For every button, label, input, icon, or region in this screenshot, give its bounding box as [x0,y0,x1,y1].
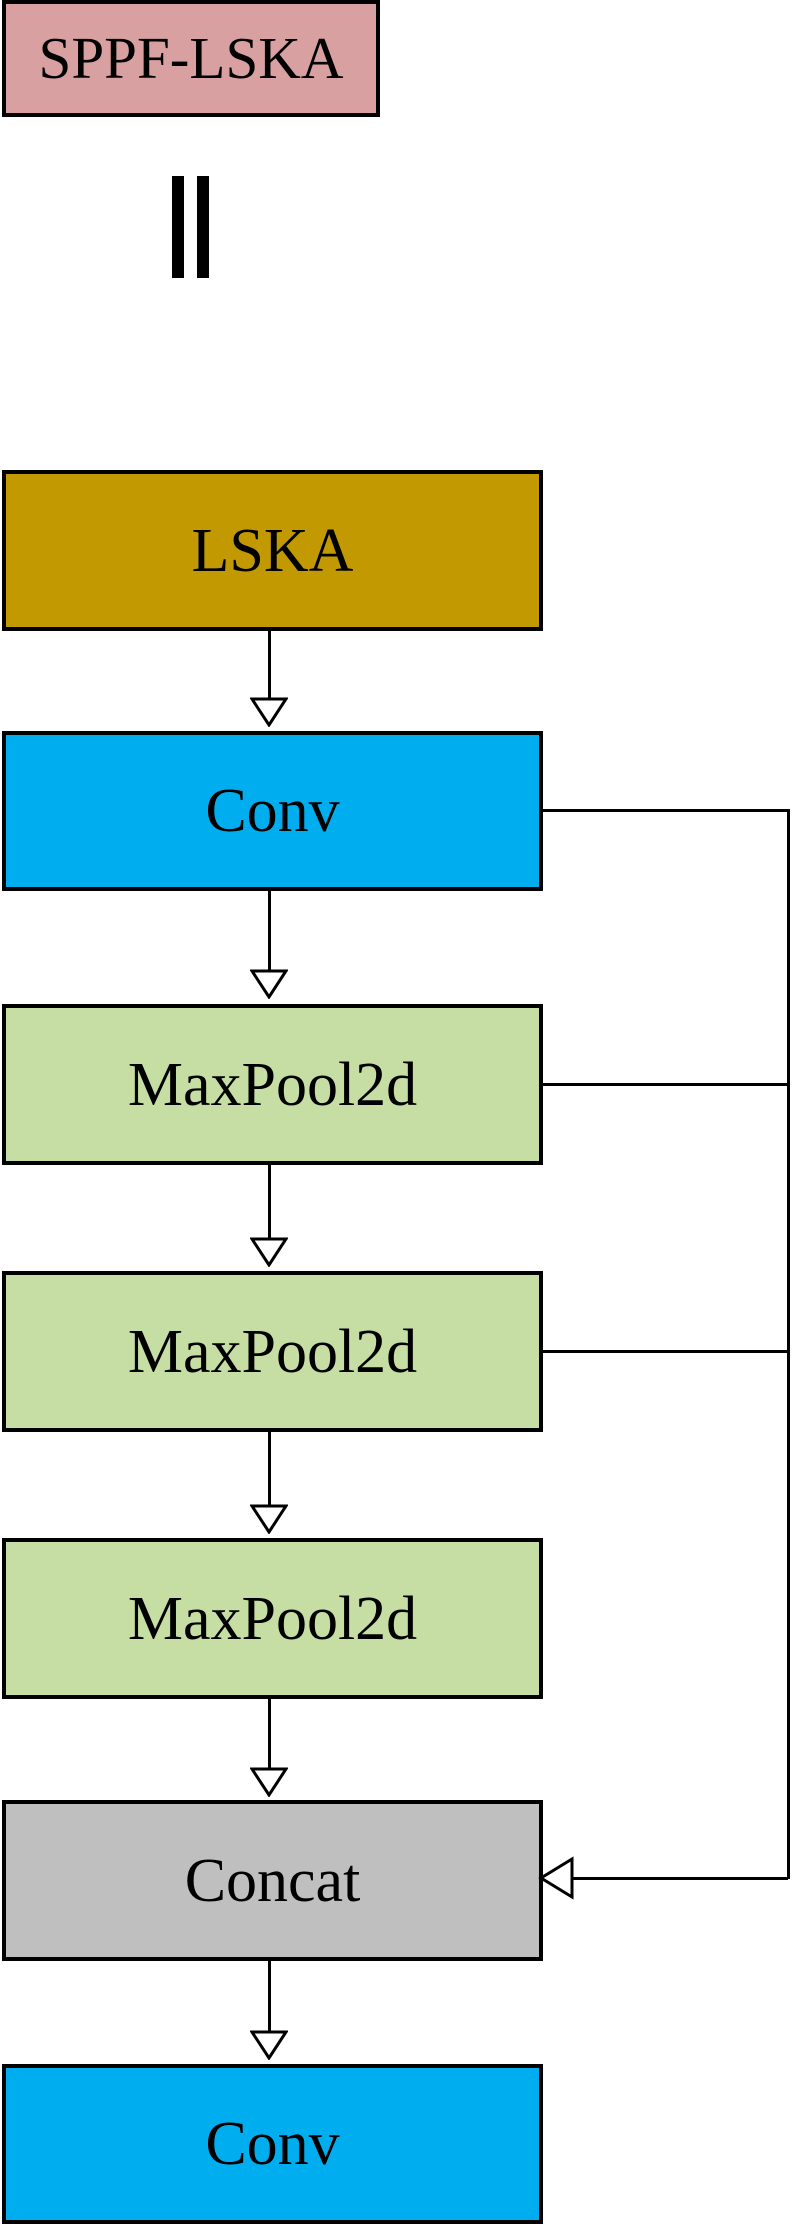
node-label: Conv [205,777,340,845]
node-maxpool2d-3: MaxPool2d [2,1538,543,1699]
skip-edge-conv-tap [543,809,790,812]
edge-conv-to-maxpool1-stem [268,891,271,971]
skip-edge-concat-feed [572,1877,788,1880]
edge-maxpool2-to-maxpool3-stem [268,1432,271,1506]
node-sppf-lska-title: SPPF-LSKA [2,0,380,117]
arrowhead-down-icon [250,1767,288,1797]
arrowhead-down-icon [250,969,288,999]
node-conv-output: Conv [2,2064,543,2224]
node-label: SPPF-LSKA [38,25,344,91]
node-maxpool2d-2: MaxPool2d [2,1271,543,1432]
arrowhead-down-icon [250,697,288,727]
skip-edge-vertical-bus [787,809,790,1879]
node-label: MaxPool2d [127,1317,418,1386]
node-maxpool2d-1: MaxPool2d [2,1004,543,1165]
edge-concat-to-conv-stem [268,1961,271,2032]
arrowhead-left-icon [538,1856,574,1900]
equality-symbol-right-bar [197,176,209,278]
edge-lska-to-conv-stem [268,631,271,699]
node-label: MaxPool2d [127,1050,418,1119]
edge-maxpool3-to-concat-stem [268,1699,271,1769]
node-label: Conv [205,2110,340,2178]
node-label: MaxPool2d [127,1584,418,1653]
skip-edge-maxpool2-tap [543,1350,790,1353]
node-concat: Concat [2,1800,543,1961]
node-label: LSKA [191,516,354,585]
edge-maxpool1-to-maxpool2-stem [268,1165,271,1239]
node-lska: LSKA [2,470,543,631]
node-conv-input: Conv [2,731,543,891]
skip-edge-maxpool1-tap [543,1083,790,1086]
arrowhead-down-icon [250,1504,288,1534]
node-label: Concat [184,1846,361,1915]
arrowhead-down-icon [250,2030,288,2060]
arrowhead-down-icon [250,1237,288,1267]
equality-symbol-left-bar [172,176,184,278]
